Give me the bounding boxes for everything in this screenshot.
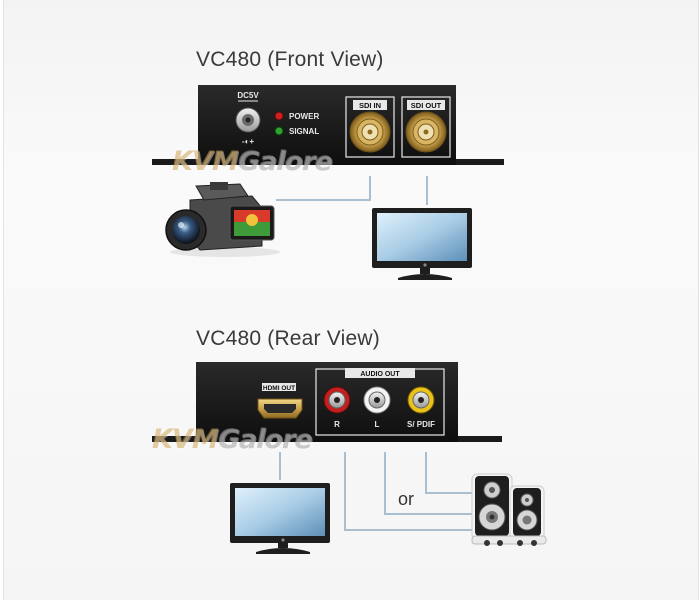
l-label: L	[375, 420, 380, 429]
dc-power-jack-icon	[235, 107, 261, 133]
or-label: or	[398, 489, 415, 509]
rear-device: HDMI OUT AUDIO OUT	[152, 362, 502, 442]
power-label: POWER	[289, 112, 319, 121]
watermark-rear: KVMGalore	[152, 424, 313, 455]
bnc-connector-icon	[349, 111, 391, 153]
front-device: DC5V -◐+ POWER SIGNAL SDI IN	[152, 85, 504, 165]
rear-connection-lines	[279, 452, 472, 531]
power-led-icon	[274, 111, 284, 121]
rca-jack-icon	[363, 386, 391, 414]
sdi-in-to-camcorder-line	[276, 176, 371, 201]
rca-jack-icon	[323, 386, 351, 414]
watermark-kvm: KVM	[152, 424, 219, 455]
front-view-title: VC480 (Front View)	[196, 48, 384, 71]
hdmi-port-icon	[257, 398, 303, 419]
sdi-in-label: SDI IN	[359, 101, 381, 110]
l-to-speakers-line	[384, 452, 472, 515]
watermark-galore: Galore	[237, 146, 333, 177]
monitor-icon	[230, 483, 330, 554]
signal-label: SIGNAL	[289, 127, 319, 136]
sdi-in-connector: SDI IN	[345, 96, 395, 158]
monitor-icon	[372, 208, 472, 280]
audio-out-label: AUDIO OUT	[360, 371, 400, 378]
dc5v-label: DC5V	[237, 91, 259, 100]
dc-polarity-icon: -◐+	[242, 137, 254, 146]
r-label: R	[334, 420, 340, 429]
watermark-front: KVMGalore	[172, 146, 333, 177]
r-to-speakers-line	[344, 452, 472, 531]
watermark-kvm: KVM	[172, 146, 239, 177]
spdif-label: S/ PDIF	[407, 420, 435, 429]
sdi-out-label: SDI OUT	[411, 101, 442, 110]
bnc-connector-icon	[405, 111, 447, 153]
signal-led-icon	[274, 126, 284, 136]
spdif-to-speakers-line	[425, 452, 472, 494]
camcorder-icon	[165, 182, 280, 257]
watermark-galore: Galore	[217, 424, 313, 455]
sdi-out-connector: SDI OUT	[401, 96, 451, 158]
front-connection-lines	[276, 176, 428, 205]
rca-jack-icon	[407, 386, 435, 414]
audio-out-panel: AUDIO OUT R L S/ PDIF	[315, 368, 445, 436]
speakers-icon	[471, 473, 547, 546]
rear-view-title: VC480 (Rear View)	[196, 327, 380, 350]
hdmi-out-label: HDMI OUT	[263, 385, 295, 392]
